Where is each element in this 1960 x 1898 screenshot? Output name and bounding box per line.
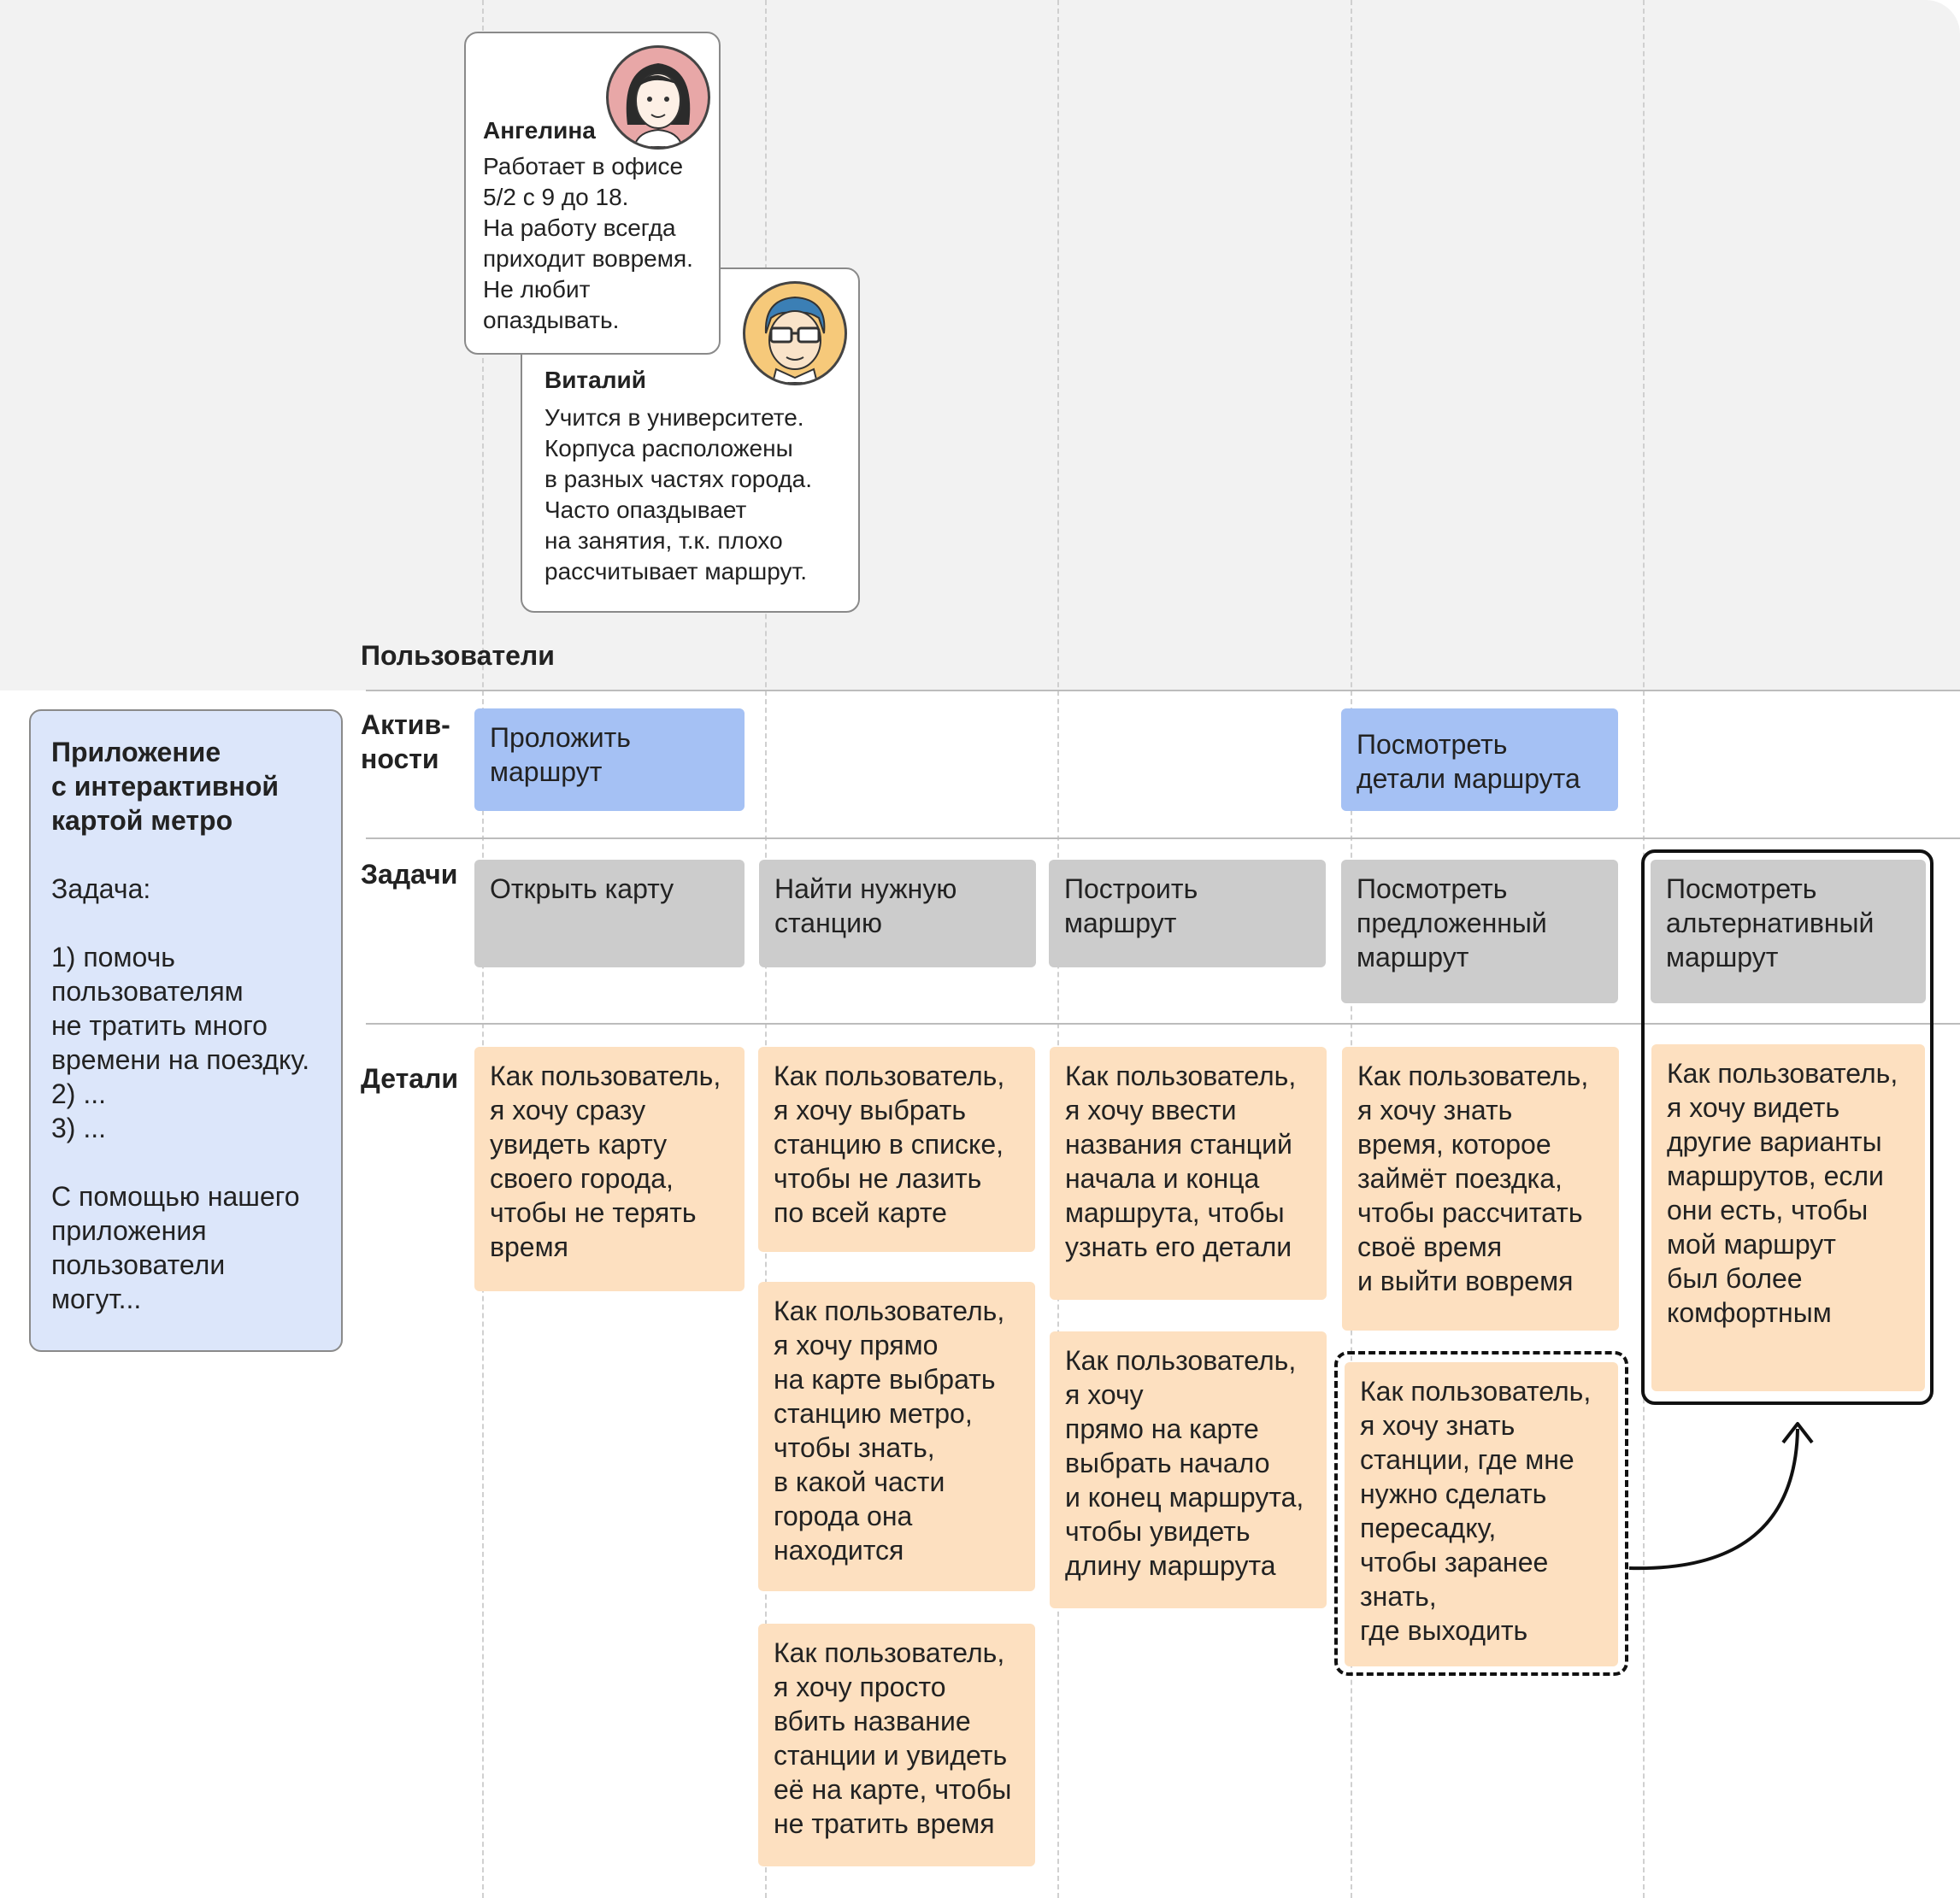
man-glasses-avatar-icon: [743, 281, 847, 385]
detail-sticky: Как пользователь, я хочу просто вбить на…: [758, 1624, 1035, 1866]
detail-sticky: Как пользователь, я хочу знать время, ко…: [1342, 1047, 1619, 1331]
task-sticky: Построить маршрут: [1049, 860, 1326, 967]
project-description: Задача: 1) помочь пользователям не трати…: [51, 873, 310, 1314]
task-sticky: Открыть карту: [474, 860, 745, 967]
row-separator: [366, 837, 1960, 839]
row-label-users: Пользователи: [361, 640, 555, 671]
row-label-details: Детали: [361, 1063, 459, 1094]
task-sticky: Посмотреть предложенный маршрут: [1341, 860, 1618, 1003]
detail-sticky: Как пользователь, я хочу видеть другие в…: [1651, 1044, 1925, 1391]
dashed-highlight-frame: [1334, 1351, 1628, 1676]
persona-card-angelina: Ангелина Работает в офисе 5/2 с 9 до 18.…: [464, 32, 721, 355]
task-sticky: Найти нужную станцию: [759, 860, 1036, 967]
highlight-frame: [1641, 849, 1934, 1405]
project-summary-card: Приложение с интерактивной картой метро …: [29, 709, 343, 1352]
task-sticky: Посмотреть альтернативный маршрут: [1651, 860, 1926, 1003]
detail-sticky: Как пользователь, я хочу сразу увидеть к…: [474, 1047, 745, 1291]
persona-name: Виталий: [544, 367, 646, 393]
connector-arrow: [1628, 1422, 1814, 1571]
persona-description: Работает в офисе 5/2 с 9 до 18. На работ…: [483, 153, 693, 333]
activity-sticky: Проложить маршрут: [474, 708, 745, 811]
detail-sticky: Как пользователь, я хочу ввести названия…: [1050, 1047, 1327, 1300]
detail-sticky: Как пользователь, я хочу выбрать станцию…: [758, 1047, 1035, 1252]
persona-description: Учится в университете. Корпуса расположе…: [544, 404, 813, 585]
row-separator: [366, 1023, 1960, 1025]
detail-sticky: Как пользователь, я хочу прямо на карте …: [1050, 1331, 1327, 1608]
persona-name: Ангелина: [483, 117, 596, 144]
row-label-tasks: Задачи: [361, 859, 458, 890]
row-label-activities: Актив- ности: [361, 709, 450, 774]
woman-avatar-icon: [606, 45, 710, 150]
project-title: Приложение с интерактивной картой метро: [51, 737, 280, 836]
row-separator: [366, 690, 1960, 691]
users-band: [0, 0, 1960, 690]
detail-sticky: Как пользователь, я хочу прямо на карте …: [758, 1282, 1035, 1591]
detail-sticky: Как пользователь, я хочу знать станции, …: [1345, 1362, 1618, 1666]
activity-sticky: Посмотреть детали маршрута: [1341, 708, 1618, 811]
